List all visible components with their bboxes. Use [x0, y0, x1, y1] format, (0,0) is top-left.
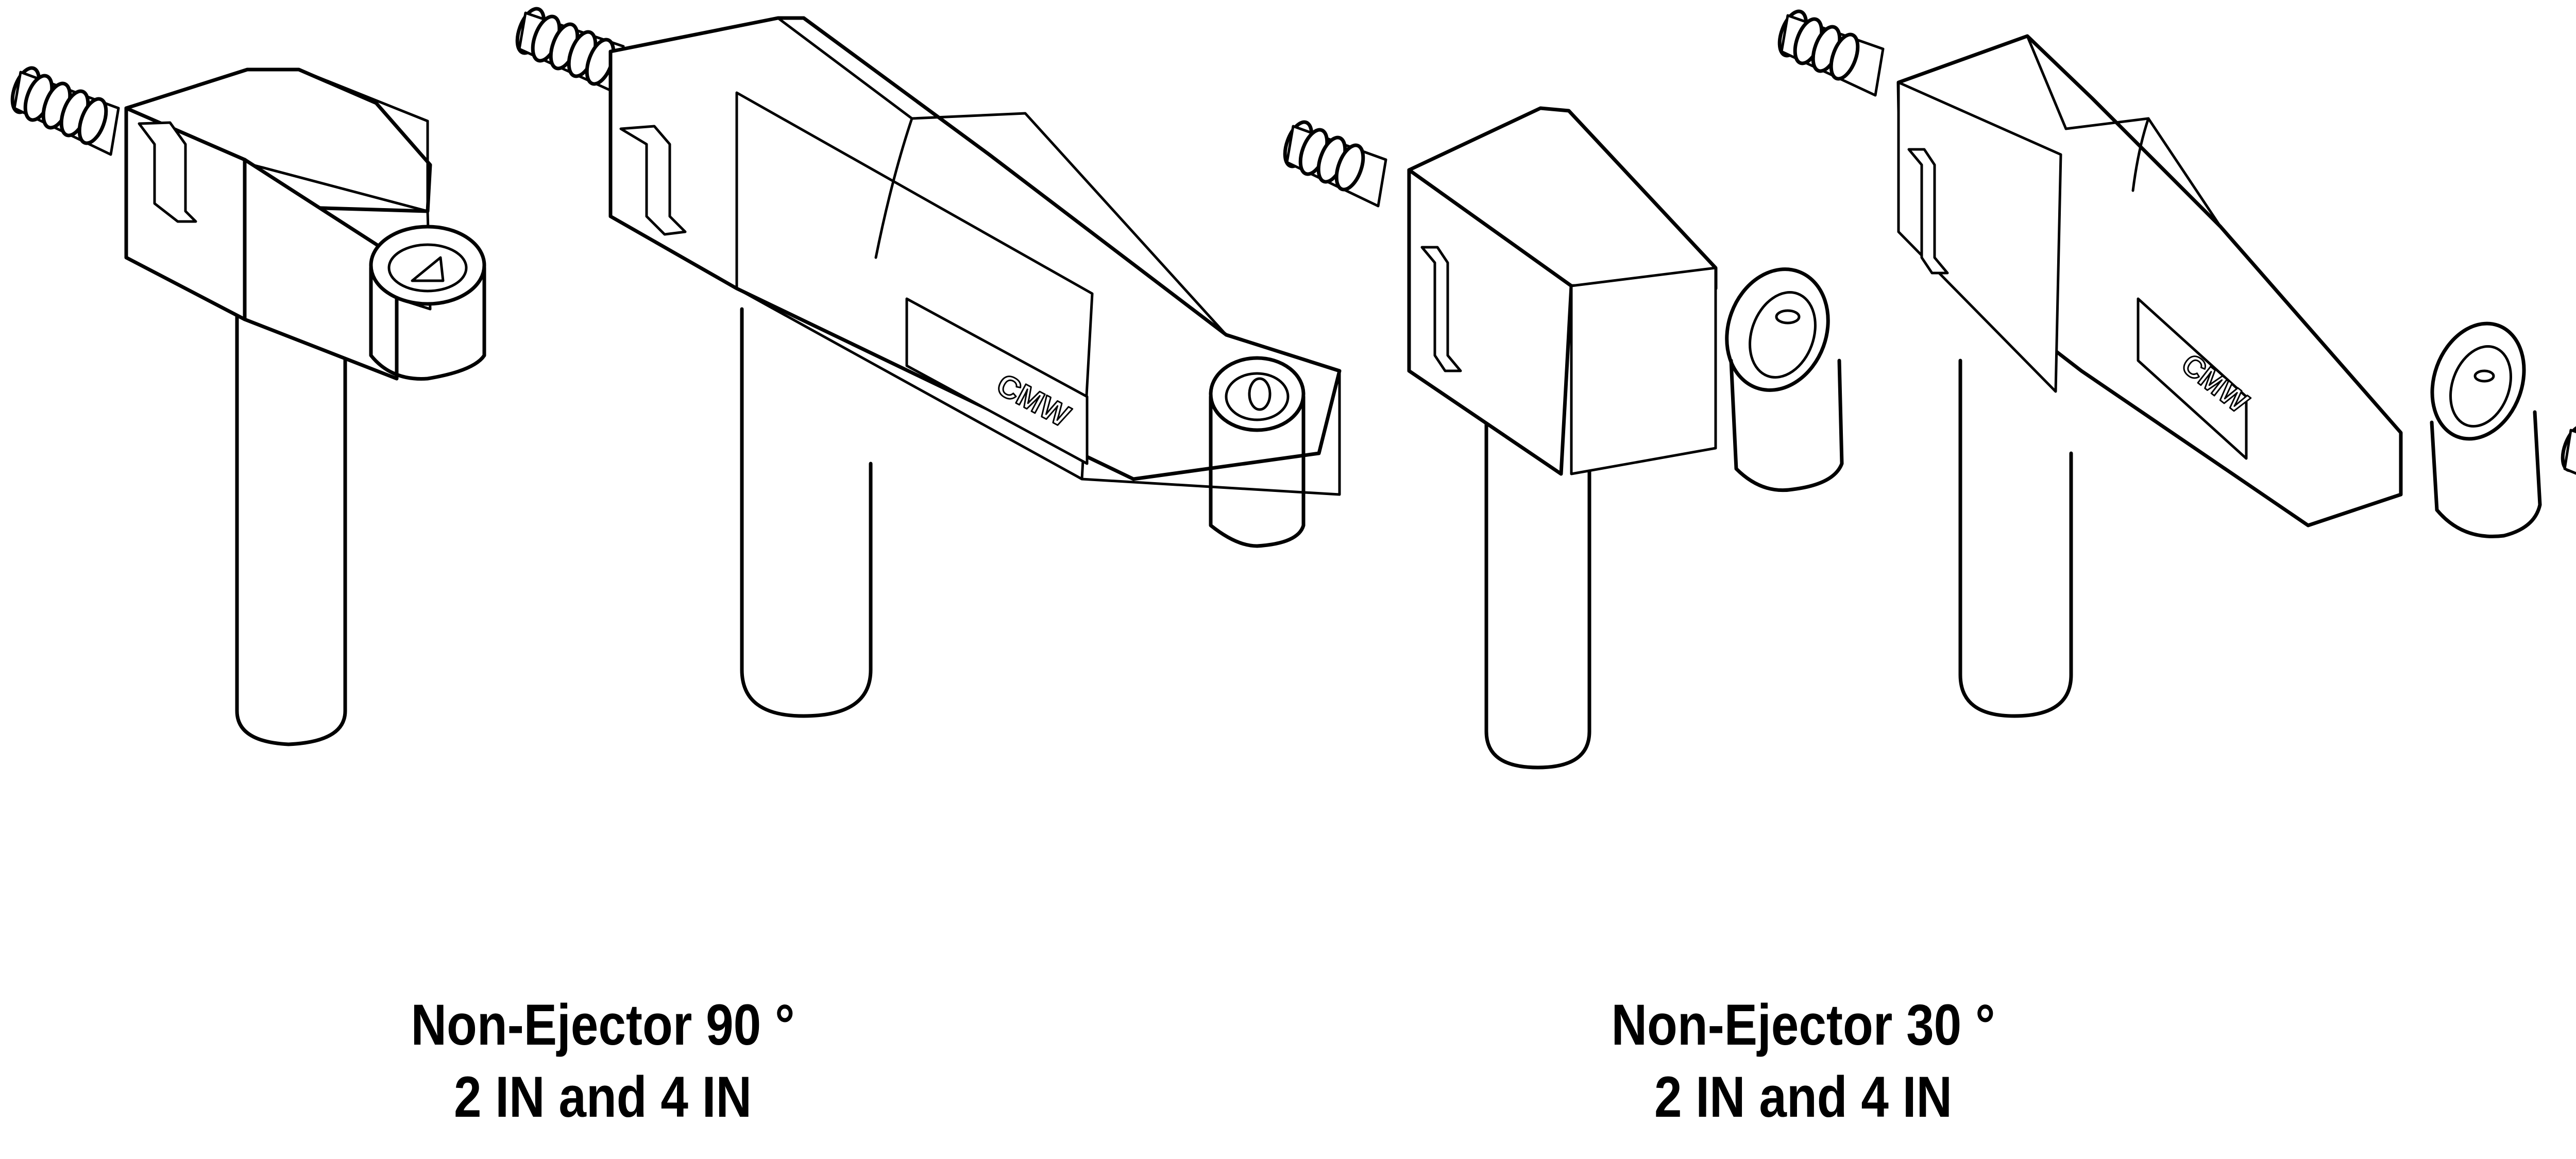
product-illustration: CMW	[10, 7, 2576, 770]
hose-barb-icon	[1283, 120, 1387, 208]
caption-title: Non-Ejector 30 °	[1611, 993, 1995, 1057]
caption-title: Non-Ejector 90 °	[411, 993, 795, 1057]
cylinder-shaft	[1958, 359, 2073, 718]
caption-sizes: 2 IN and 4 IN	[1654, 1065, 1953, 1129]
cylinder-shaft	[740, 462, 873, 718]
part-90-2in	[10, 66, 486, 746]
part-30-2in	[1283, 106, 1844, 770]
hose-barb-icon	[515, 7, 625, 94]
part-reverse-90-4in: CMW	[2561, 424, 2576, 475]
hose-barb-icon	[10, 66, 120, 156]
caption-non-ejector-90: Non-Ejector 90 ° 2 IN and 4 IN	[293, 989, 913, 1133]
hose-barb-icon	[2561, 424, 2576, 475]
caption-sizes: 2 IN and 4 IN	[453, 1065, 752, 1129]
cylinder-shaft	[1484, 410, 1591, 770]
hose-barb-icon	[1777, 9, 1885, 97]
cylinder-shaft	[235, 286, 347, 746]
part-90-4in: CMW	[515, 7, 1342, 718]
logo-plate	[905, 297, 1089, 465]
logo-plate	[2137, 297, 2248, 460]
parts-drawing: CMW	[10, 7, 2576, 770]
caption-non-ejector-30: Non-Ejector 30 ° 2 IN and 4 IN	[1493, 989, 2113, 1133]
part-30-4in: CMW	[1777, 9, 2542, 718]
